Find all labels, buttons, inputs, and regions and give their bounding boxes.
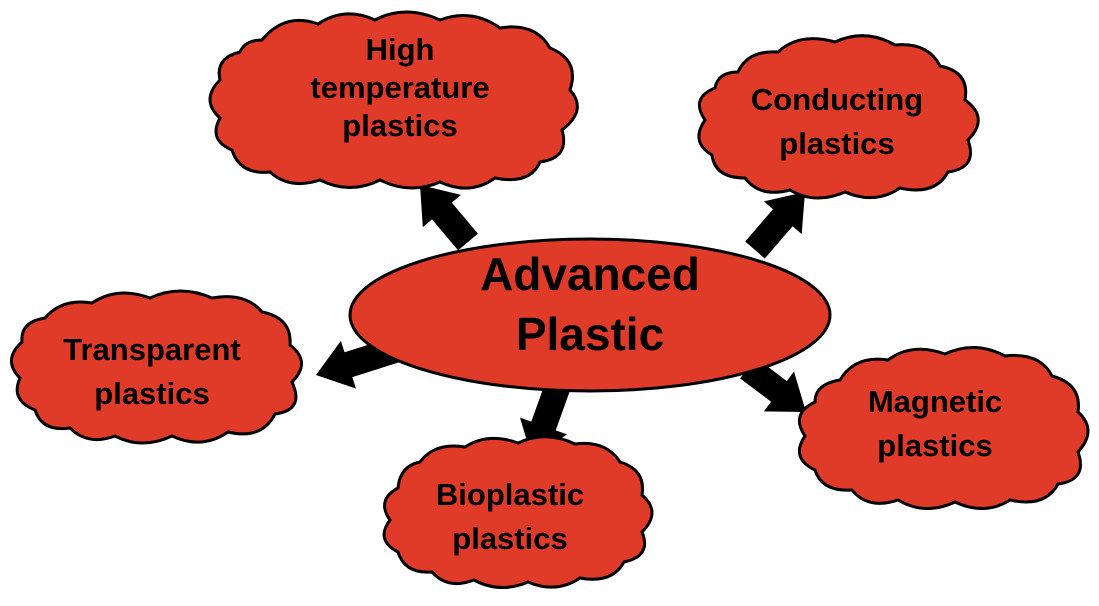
cloud-shape — [208, 10, 579, 190]
arrow-to-high-temperature — [420, 185, 478, 251]
cloud-shape — [697, 34, 980, 200]
cloud-shape — [797, 345, 1090, 510]
arrow-to-conducting — [745, 192, 805, 259]
center-ellipse — [348, 237, 832, 393]
cloud-shape — [10, 289, 303, 445]
cloud-shape — [382, 435, 654, 589]
